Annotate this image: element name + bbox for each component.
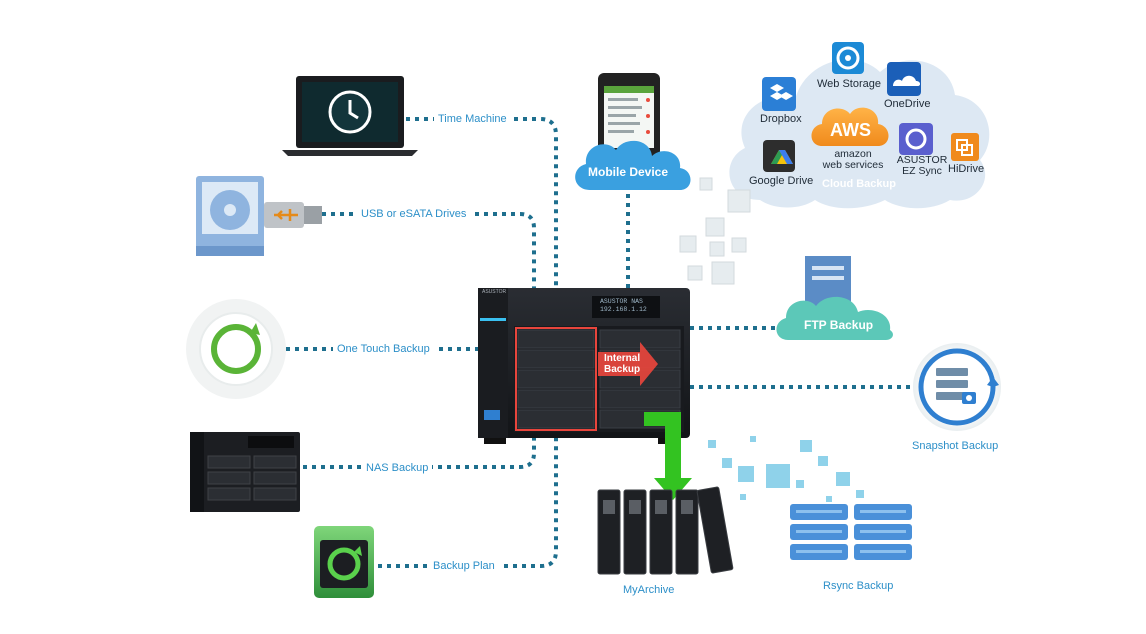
ez-sync-icon bbox=[899, 123, 933, 155]
label-mobile-device: Mobile Device bbox=[588, 165, 669, 179]
laptop-icon bbox=[282, 76, 418, 156]
mobile-device-group bbox=[575, 73, 691, 190]
rsync-server-icon bbox=[790, 504, 912, 560]
label-snapshot-backup: Snapshot Backup bbox=[912, 440, 999, 452]
ftp-cloud-shape bbox=[776, 296, 893, 340]
nas-lcd-line1: ASUSTOR NAS bbox=[600, 298, 643, 305]
label-time-machine: Time Machine bbox=[434, 112, 511, 126]
nas-brand: ASUSTOR bbox=[482, 289, 507, 295]
cloud-backup-group bbox=[729, 42, 990, 209]
central-nas bbox=[478, 288, 690, 444]
nas-lcd: ASUSTOR NAS 192.168.1.12 bbox=[596, 298, 651, 314]
connector-backup-plan bbox=[378, 435, 558, 568]
internal-backup-arrow bbox=[598, 342, 658, 386]
usb-stick-icon bbox=[264, 202, 322, 228]
backup-plan-icon bbox=[314, 526, 374, 598]
aws-icon bbox=[811, 107, 889, 146]
internal-backup-frame bbox=[515, 327, 597, 431]
label-hidrive: HiDrive bbox=[948, 163, 985, 175]
internal-backup-line1: Internal bbox=[604, 353, 641, 364]
one-touch-icon bbox=[186, 299, 286, 399]
connector-time-machine bbox=[406, 117, 558, 290]
connector-nas bbox=[303, 435, 536, 469]
label-one-touch: One Touch Backup bbox=[333, 342, 434, 356]
label-rsync-backup: Rsync Backup bbox=[823, 580, 894, 592]
label-nas-backup: NAS Backup bbox=[362, 461, 433, 475]
ez-sync-line1: ASUSTOR bbox=[896, 154, 948, 166]
snapshot-group bbox=[913, 343, 1001, 431]
label-internal-backup: Internal Backup bbox=[600, 353, 644, 375]
label-aws-services: amazon web services bbox=[818, 149, 888, 171]
hidrive-icon bbox=[951, 133, 979, 161]
label-cloud-backup: Cloud Backup bbox=[822, 178, 896, 190]
nas-small-icon bbox=[190, 432, 300, 512]
myarchive-arrow bbox=[644, 412, 692, 500]
ftp-backup-group bbox=[776, 256, 893, 340]
label-dropbox: Dropbox bbox=[760, 113, 802, 125]
mobile-cloud-shape bbox=[575, 140, 691, 190]
label-backup-plan: Backup Plan bbox=[429, 559, 499, 573]
archive-drives-icon bbox=[597, 486, 734, 575]
aws-line2: web services bbox=[822, 159, 884, 171]
label-myarchive: MyArchive bbox=[623, 584, 675, 596]
label-google-drive: Google Drive bbox=[749, 175, 814, 187]
data-cubes bbox=[679, 177, 751, 285]
ez-sync-line2: EZ Sync bbox=[902, 165, 942, 177]
label-aws: AWS bbox=[830, 120, 872, 140]
data-squares bbox=[708, 436, 864, 502]
connector-usb bbox=[322, 212, 536, 290]
nas-lcd-line2: 192.168.1.12 bbox=[600, 306, 647, 313]
label-onedrive: OneDrive bbox=[884, 98, 931, 110]
internal-backup-line2: Backup bbox=[604, 364, 641, 375]
label-usb-esata: USB or eSATA Drives bbox=[357, 207, 471, 221]
label-ftp-backup: FTP Backup bbox=[804, 318, 874, 332]
connector-lines bbox=[286, 117, 914, 568]
aws-line1: amazon bbox=[834, 148, 872, 160]
label-web-storage: Web Storage bbox=[817, 78, 882, 90]
optical-drive-icon bbox=[196, 176, 264, 256]
label-ez-sync: ASUSTOR EZ Sync bbox=[890, 155, 954, 177]
